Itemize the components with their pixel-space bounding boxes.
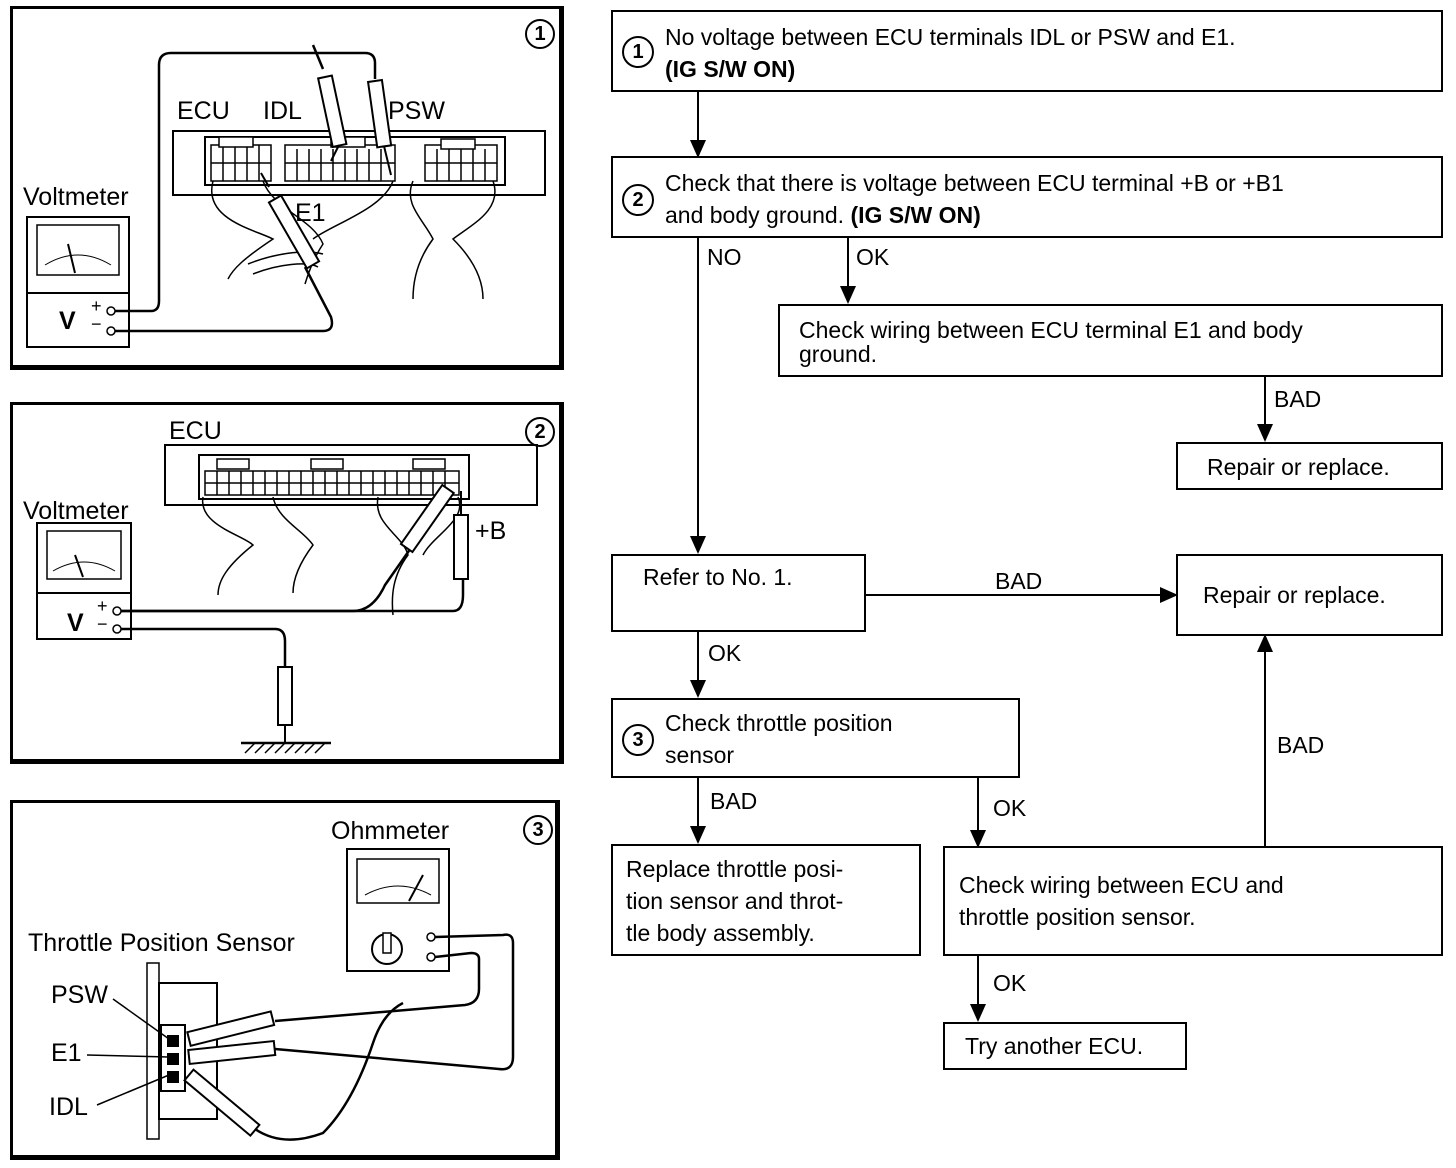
throttle-sensor-label: Throttle Position Sensor — [28, 929, 295, 957]
repair-replace-box-2: Repair or replace. — [1176, 554, 1443, 636]
check-wiring-line2: throttle position sensor. — [959, 904, 1196, 930]
check-wiring-line1: Check wiring between ECU and — [959, 872, 1284, 898]
panel-throttle-sensor-ohmmeter: 3 Ohmmeter Throttle Position Sensor PSW … — [10, 800, 560, 1160]
panel3-illustration — [86, 848, 515, 1141]
ecu-label: ECU — [169, 417, 222, 445]
voltmeter-needle — [74, 554, 84, 578]
e1-label: E1 — [295, 199, 326, 227]
edge-label-ok: OK — [993, 970, 1027, 996]
step2-line2-condition: (IG S/W ON) — [850, 202, 981, 228]
volt-symbol: V — [67, 609, 84, 637]
repair-replace-box-1: Repair or replace. — [1176, 442, 1443, 490]
edge-label-bad: BAD — [710, 788, 758, 814]
replace-tps-line2: tion sensor and throt- — [626, 888, 844, 914]
step1-line2: (IG S/W ON) — [665, 56, 796, 82]
check-ecu-tps-wiring-box: Check wiring between ECU and throttle po… — [943, 846, 1443, 956]
check-e1-line1: Check wiring between ECU terminal E1 and… — [799, 317, 1303, 343]
try-another-ecu-box: Try another ECU. — [943, 1022, 1187, 1070]
edge-label-bad: BAD — [995, 568, 1043, 594]
step3-box: 3 Check throttle position sensor — [611, 698, 1020, 778]
idl-label: IDL — [49, 1093, 88, 1121]
refer-no1-box: Refer to No. 1. — [611, 554, 866, 632]
edge-label-ok: OK — [708, 640, 742, 666]
refer-text: Refer to No. 1. — [643, 564, 793, 590]
idl-label: IDL — [263, 97, 302, 125]
edge-label-ok: OK — [993, 795, 1027, 821]
step1-line1: No voltage between ECU terminals IDL or … — [665, 24, 1236, 50]
check-e1-line2: ground. — [799, 341, 878, 367]
replace-tps-line1: Replace throttle posi- — [626, 856, 844, 882]
test-leads — [121, 544, 465, 667]
panel-number-badge: 2 — [525, 417, 555, 447]
volt-symbol: V — [59, 307, 76, 335]
ecu-label: ECU — [177, 97, 230, 125]
panel2-illustration — [36, 444, 538, 754]
step2-box: 2 Check that there is voltage between EC… — [611, 156, 1443, 238]
psw-label: PSW — [388, 97, 445, 125]
pointer-lines — [86, 998, 170, 1106]
edge-label-no: NO — [707, 244, 742, 270]
step-number-badge: 2 — [622, 184, 654, 216]
panel-number-badge: 1 — [525, 19, 555, 49]
e1-label: E1 — [51, 1039, 82, 1067]
plus-sign: + — [91, 296, 102, 316]
edge-label-bad: BAD — [1277, 732, 1325, 758]
wire-harness — [202, 496, 461, 616]
replace-tps-line3: tle body assembly. — [626, 920, 815, 946]
step3-line2: sensor — [665, 742, 735, 768]
test-leads — [254, 933, 515, 1141]
test-leads — [115, 44, 377, 333]
minus-sign: − — [91, 314, 102, 334]
edge-label-ok: OK — [856, 244, 890, 270]
step2-line2-text: and body ground. — [665, 202, 851, 228]
probe-tips — [260, 144, 392, 188]
ohmmeter-needle — [408, 874, 424, 902]
panel1-illustration — [26, 44, 546, 348]
ohmmeter-label: Ohmmeter — [331, 817, 450, 845]
b-terminal-label: +B — [475, 517, 507, 545]
step2-line2: and body ground. (IG S/W ON) — [665, 200, 981, 231]
repair1-text: Repair or replace. — [1207, 454, 1390, 480]
voltmeter-needle — [67, 243, 76, 274]
step2-line1: Check that there is voltage between ECU … — [665, 170, 1284, 196]
repair2-text: Repair or replace. — [1203, 582, 1386, 608]
step1-box: 1 No voltage between ECU terminals IDL o… — [611, 10, 1443, 92]
panel-voltage-b-ground: 2 ECU Voltmeter V + − +B — [10, 402, 564, 764]
edge-label-bad: BAD — [1274, 386, 1322, 412]
replace-tps-box: Replace throttle posi- tion sensor and t… — [611, 844, 921, 956]
ground-symbol — [241, 741, 331, 754]
plus-sign: + — [97, 596, 108, 616]
ecu-pins — [210, 136, 498, 182]
try-ecu-text: Try another ECU. — [965, 1033, 1144, 1059]
check-e1-wiring-box: Check wiring between ECU terminal E1 and… — [778, 304, 1443, 377]
psw-label: PSW — [51, 981, 108, 1009]
probes — [277, 483, 469, 726]
step3-line1: Check throttle position — [665, 710, 893, 736]
step-number-badge: 3 — [622, 724, 654, 756]
step-number-badge: 1 — [622, 36, 654, 68]
probes — [183, 1010, 277, 1138]
voltmeter-label: Voltmeter — [23, 183, 129, 211]
minus-sign: − — [97, 614, 108, 634]
voltmeter-label: Voltmeter — [23, 497, 129, 525]
panel-number-badge: 3 — [523, 815, 553, 845]
ecu-pins — [204, 458, 460, 496]
panel-voltage-idl-psw: 1 ECU IDL PSW E1 Voltmeter V + − — [10, 6, 564, 370]
